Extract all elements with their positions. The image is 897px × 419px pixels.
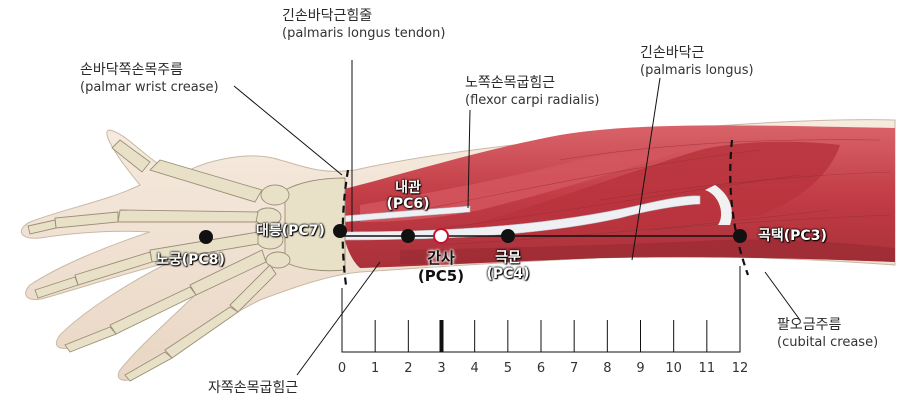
cubital-crease-line [729, 139, 750, 276]
label-flexor-carpi-radialis: 노쪽손목굽힘근 (flexor carpi radialis) [465, 75, 599, 109]
label-cubital-crease: 팔오금주름 (cubital crease) [777, 317, 878, 351]
cubital-aponeurosis [705, 185, 732, 225]
label-ko: 긴손바닥근 [640, 45, 705, 61]
label-ko: 팔오금주름 [777, 317, 842, 333]
label-ko: 긴손바닥근힘줄 [282, 8, 373, 24]
scale-number: 4 [470, 361, 479, 376]
label-palmaris-longus-tendon: 긴손바닥근힘줄 (palmaris longus tendon) [282, 8, 445, 42]
label-en: (palmaris longus tendon) [282, 26, 446, 41]
scale-number: 1 [371, 361, 380, 376]
label-ko: 자쪽손목굽힘근 [208, 380, 299, 396]
scale-number: 10 [665, 361, 682, 376]
point-pc6-label: 내관 (PC6) [386, 180, 430, 212]
scale-number: 7 [570, 361, 579, 376]
scale-number: 2 [404, 361, 413, 376]
acupoints [199, 224, 747, 244]
label-flexor-carpi-ulnaris: 자쪽손목굽힘근 [208, 380, 298, 397]
scale-number: 8 [603, 361, 612, 376]
leader-flexor-carpi-ulnaris [296, 261, 381, 376]
point-pc4-marker [501, 229, 515, 243]
scale-number: 12 [731, 361, 749, 376]
scale-number: 5 [503, 361, 512, 376]
point-pc6-marker [401, 229, 415, 243]
point-pc5-label: 간사 (PC5) [417, 249, 465, 285]
point-pc7-marker [333, 224, 347, 238]
palmaris-longus-muscle [470, 141, 840, 240]
point-pc4-label: 극문 (PC4) [486, 250, 530, 282]
leader-palmar-wrist-crease [233, 85, 343, 176]
label-en: (cubital crease) [777, 335, 879, 350]
flexor-carpi-radialis-muscle [360, 145, 700, 222]
label-palmaris-longus: 긴손바닥근 (palmaris longus) [640, 45, 754, 79]
label-en: (flexor carpi radialis) [465, 93, 600, 108]
leader-flexor-carpi-radialis [467, 109, 471, 209]
label-en: (palmar wrist crease) [80, 80, 219, 95]
lower-muscle [400, 239, 895, 264]
label-ko: 노쪽손목굽힘근 [465, 75, 556, 91]
scale-number: 11 [698, 361, 716, 376]
point-pc3-marker [733, 229, 747, 243]
point-pc3-label: 곡택(PC3) [758, 228, 827, 244]
hand-bones [27, 139, 346, 382]
scale-number: 6 [536, 361, 546, 376]
point-pc5-marker [433, 228, 449, 244]
label-palmar-wrist-crease: 손바닥쪽손목주름 (palmar wrist crease) [80, 62, 219, 96]
palmar-wrist-crease-line [341, 169, 350, 286]
leader-cubital-crease [764, 271, 801, 321]
point-pc7-label: 대릉(PC7) [256, 223, 325, 239]
leader-palmaris-longus [631, 77, 661, 261]
cun-scale [341, 266, 741, 353]
label-en: (palmaris longus) [640, 63, 754, 78]
point-pc8-label: 노궁(PC8) [156, 252, 225, 268]
scale-number: 0 [337, 361, 347, 376]
scale-number: 9 [636, 361, 645, 376]
label-ko: 손바닥쪽손목주름 [80, 62, 184, 78]
scale-number: 3 [437, 361, 446, 376]
point-pc8-marker [199, 230, 213, 244]
